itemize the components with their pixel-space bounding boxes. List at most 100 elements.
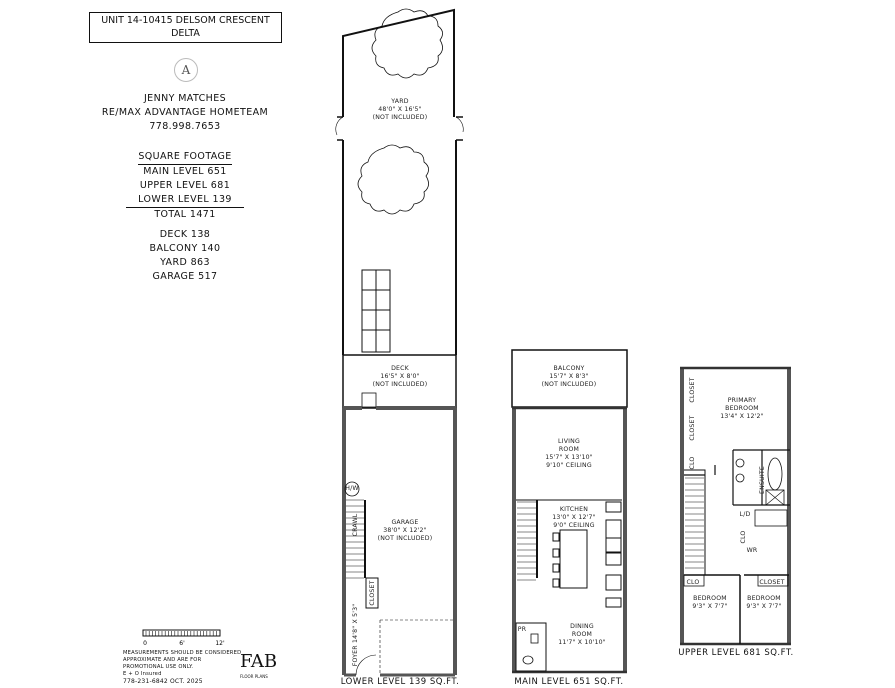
deck-dims: 16'5" X 8'0" <box>380 373 419 380</box>
stairs <box>346 499 364 579</box>
sink <box>530 633 539 644</box>
primary-bedroom-label: PRIMARY <box>728 397 757 404</box>
kitchen-ceiling: 9'0" CEILING <box>553 522 595 529</box>
bathtub <box>754 509 788 527</box>
living-label: LIVING <box>558 438 580 445</box>
deck-note: (NOT INCLUDED) <box>373 381 428 388</box>
yard-note: (NOT INCLUDED) <box>373 114 428 121</box>
sink <box>735 458 745 468</box>
main-level-plan <box>511 349 628 674</box>
garage-label: GARAGE <box>391 519 418 526</box>
stairs <box>685 477 704 569</box>
garage-note: (NOT INCLUDED) <box>378 535 433 542</box>
agent-phone: 778.998.7653 <box>149 121 221 132</box>
scale-label: 0 <box>143 640 147 647</box>
main-level-title: MAIN LEVEL 651 SQ.FT. <box>514 677 623 687</box>
foyer-label: FOYER 14'8" X 5'3" <box>352 604 359 667</box>
agent-brokerage: RE/MAX ADVANTAGE HOMETEAM <box>101 107 269 118</box>
upper-level-title: UPPER LEVEL 681 SQ.FT. <box>678 648 794 658</box>
kitchen-island <box>559 529 588 589</box>
balcony-note: (NOT INCLUDED) <box>542 381 597 388</box>
disclaimer-line: APPROXIMATE AND ARE FOR <box>123 657 202 663</box>
bar-stools <box>552 532 560 588</box>
brokerage-logo: A <box>174 58 198 82</box>
powder-room <box>515 622 547 672</box>
yard-dims: 48'0" X 16'5" <box>378 106 422 113</box>
yard-label: YARD <box>390 98 408 105</box>
kitchen-counter <box>605 501 622 608</box>
sink <box>735 473 745 483</box>
tree-icon <box>371 8 443 79</box>
laundry-label: L/D <box>740 511 751 518</box>
deck-label: DECK <box>391 365 410 372</box>
balcony-label: BALCONY <box>554 365 585 372</box>
bedroom1-label: BEDROOM <box>693 595 727 602</box>
water-heater <box>344 481 360 497</box>
garage-dims: 38'0" X 12'2" <box>383 527 427 534</box>
stairs <box>517 501 536 581</box>
clo-label: CLO <box>740 530 747 543</box>
scale-bar: 0 6' 12' <box>142 629 225 647</box>
square-footage: SQUARE FOOTAGE MAIN LEVEL 651 UPPER LEVE… <box>120 150 250 222</box>
kitchen-dims: 13'0" X 12'7" <box>552 514 596 521</box>
address-line1: UNIT 14-10415 DELSOM CRESCENT <box>101 15 270 26</box>
scale-label: 6' <box>179 640 185 647</box>
extra-yard: YARD 863 <box>160 257 210 268</box>
bedroom2-dims: 9'3" X 7'7" <box>746 603 781 610</box>
crawl-label: CRAWL <box>352 513 359 536</box>
living-dims: 15'7" X 13'10" <box>545 454 593 461</box>
tree-icon <box>357 144 429 215</box>
dining-dims: 11'7" X 10'10" <box>558 639 606 646</box>
hw-label: H/W <box>345 485 358 492</box>
ensuite-label: ENSUITE <box>759 466 766 494</box>
fab-logo: FAB <box>240 651 278 672</box>
sqft-heading: SQUARE FOOTAGE <box>138 150 232 165</box>
extra-garage: GARAGE 517 <box>152 271 218 282</box>
dining-label: DINING <box>570 623 594 630</box>
extra-balcony: BALCONY 140 <box>149 243 221 254</box>
primary-bedroom-dims: 13'4" X 12'2" <box>720 413 764 420</box>
closet <box>757 574 789 587</box>
fab-logo-sub: FLOOR PLANS <box>240 674 268 679</box>
yard-fence <box>342 8 455 117</box>
disclaimer-line: PROMOTIONAL USE ONLY. <box>123 664 194 670</box>
balcony-dims: 15'7" X 8'3" <box>549 373 588 380</box>
closet-label: CLOSET <box>689 415 696 440</box>
main-walls <box>512 408 627 672</box>
dining-label-2: ROOM <box>572 631 592 638</box>
agent-name: JENNY MATCHES <box>143 93 227 104</box>
kitchen-label: KITCHEN <box>560 506 588 513</box>
extras-list: DECK 138 BALCONY 140 YARD 863 GARAGE 517 <box>120 228 250 284</box>
lower-level-title: LOWER LEVEL 139 SQ.FT. <box>341 677 460 687</box>
gate-swing <box>335 116 464 136</box>
disclaimer: MEASUREMENTS SHOULD BE CONSIDERED APPROX… <box>123 650 241 685</box>
garage-walls <box>342 408 457 675</box>
upper-walls <box>680 368 791 644</box>
closet <box>365 577 379 609</box>
deck-steps <box>361 392 377 408</box>
closet <box>683 574 705 587</box>
sqft-main: MAIN LEVEL 651 <box>143 166 227 177</box>
scale-label: 12' <box>215 640 225 647</box>
disclaimer-line: MEASUREMENTS SHOULD BE CONSIDERED <box>123 650 242 656</box>
powder-label: PR <box>518 626 527 633</box>
sqft-lower: LOWER LEVEL 139 <box>126 193 244 208</box>
sqft-total: TOTAL 1471 <box>154 209 216 220</box>
paver-grid <box>361 269 391 353</box>
upper-level-plan <box>680 366 791 646</box>
shower <box>765 489 785 506</box>
clo-label: CLO <box>686 579 699 586</box>
disclaimer-line: E + O Insured <box>123 671 162 677</box>
closet-label: CLOSET <box>759 579 784 586</box>
bedroom1-dims: 9'3" X 7'7" <box>692 603 727 610</box>
living-label-2: ROOM <box>559 446 579 453</box>
sqft-upper: UPPER LEVEL 681 <box>139 180 231 191</box>
address-line2: DELTA <box>171 28 200 39</box>
wr-label: WR <box>747 547 758 554</box>
extra-deck: DECK 138 <box>159 229 211 240</box>
disclaimer-line: 778-231-6842 OCT. 2025 <box>123 678 203 685</box>
agent-info: JENNY MATCHES RE/MAX ADVANTAGE HOMETEAM … <box>80 92 290 134</box>
closet-label: CLOSET <box>689 377 696 402</box>
living-ceiling: 9'10" CEILING <box>546 462 592 469</box>
